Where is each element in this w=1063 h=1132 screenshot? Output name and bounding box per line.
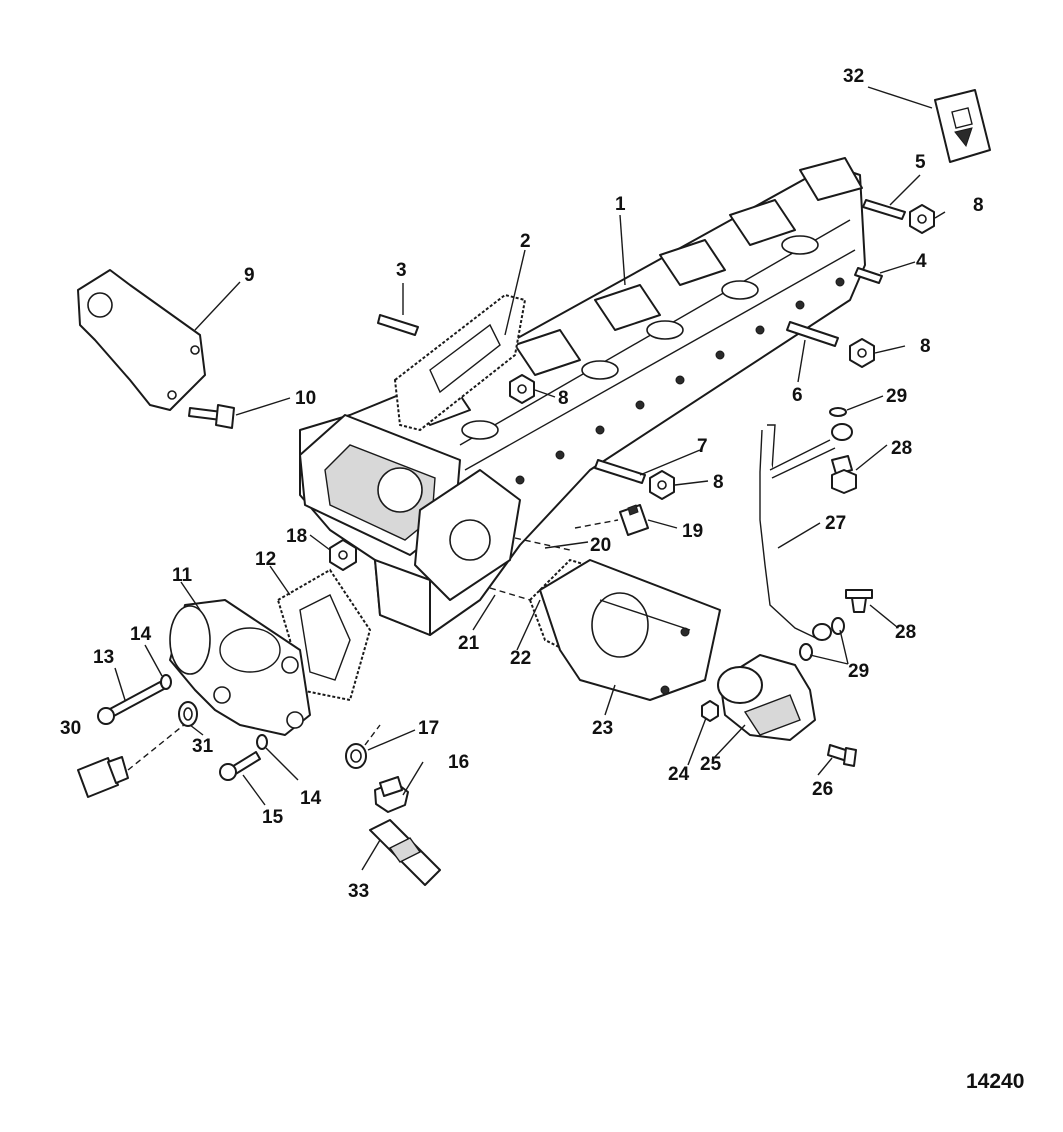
callout-28b: 28	[895, 622, 916, 643]
callout-8c: 8	[558, 388, 569, 409]
callout-29b: 29	[848, 661, 869, 682]
callout-28a: 28	[891, 438, 912, 459]
callout-3: 3	[396, 260, 407, 281]
stud-5	[862, 199, 906, 220]
callout-14a: 14	[130, 624, 152, 645]
part-31-washer	[178, 701, 198, 727]
callout-23: 23	[592, 718, 613, 739]
part-2-gasket	[393, 293, 527, 432]
part-27-tube	[759, 423, 853, 641]
callout-13: 13	[93, 647, 114, 668]
callout-4: 4	[916, 251, 927, 272]
part-28-fittings	[831, 455, 873, 613]
part-29-washers	[799, 407, 847, 661]
studs	[377, 199, 906, 484]
part-9-bracket	[77, 269, 206, 411]
stud-4	[854, 267, 883, 284]
part-24-nut	[701, 700, 719, 722]
callout-27: 27	[825, 513, 846, 534]
part-15-bolt	[219, 751, 261, 781]
part-32-gasket	[934, 89, 991, 163]
part-21-stud	[489, 587, 531, 601]
part-25-valve	[717, 654, 816, 741]
callout-14b: 14	[300, 788, 322, 809]
part-26-screw	[827, 744, 857, 767]
part-11-housing	[169, 599, 311, 736]
part-14-washers	[160, 674, 268, 750]
stud-7	[594, 459, 646, 484]
part-30-plug	[77, 719, 191, 798]
stud-6	[786, 321, 839, 347]
leader-lines	[114, 86, 946, 871]
callout-17: 17	[418, 718, 439, 739]
callout-26: 26	[812, 779, 833, 800]
callout-8d: 8	[713, 472, 724, 493]
callout-8b: 8	[920, 336, 931, 357]
part-16-plug	[374, 776, 409, 813]
callout-32: 32	[843, 66, 864, 87]
callout-10: 10	[295, 388, 316, 409]
part-19-sender	[574, 504, 649, 536]
callout-6: 6	[792, 385, 803, 406]
figure-number: 14240	[966, 1070, 1024, 1093]
callout-24: 24	[668, 764, 690, 785]
callout-5: 5	[915, 152, 926, 173]
callout-22: 22	[510, 648, 531, 669]
callout-20: 20	[590, 535, 611, 556]
callout-25: 25	[700, 754, 722, 775]
callout-29a: 29	[886, 386, 907, 407]
part-33-fitting	[369, 819, 441, 886]
callout-9: 9	[244, 265, 255, 286]
nuts-8	[509, 204, 935, 500]
part-18-nut	[329, 539, 357, 571]
callout-21: 21	[458, 633, 480, 654]
callout-19: 19	[682, 521, 703, 542]
callout-33: 33	[348, 881, 369, 902]
callout-12: 12	[255, 549, 276, 570]
part-17-washer	[345, 724, 381, 769]
callout-11: 11	[172, 565, 193, 586]
part-23-elbow	[539, 559, 721, 701]
callout-1: 1	[615, 194, 626, 215]
callout-2: 2	[520, 231, 531, 252]
callout-18: 18	[286, 526, 307, 547]
callout-7: 7	[697, 436, 708, 457]
callout-8a: 8	[973, 195, 984, 216]
callout-30: 30	[60, 718, 81, 739]
callout-15: 15	[262, 807, 284, 828]
callout-labels: 1 2 3 4 5 6 7 8 8 8 8 9 10 11 12 13 14 1…	[60, 66, 984, 902]
part-13-bolt	[97, 681, 165, 725]
callout-16: 16	[448, 752, 469, 773]
stud-3	[377, 314, 419, 336]
callout-31: 31	[192, 736, 214, 757]
part-10-bolt	[188, 404, 235, 429]
